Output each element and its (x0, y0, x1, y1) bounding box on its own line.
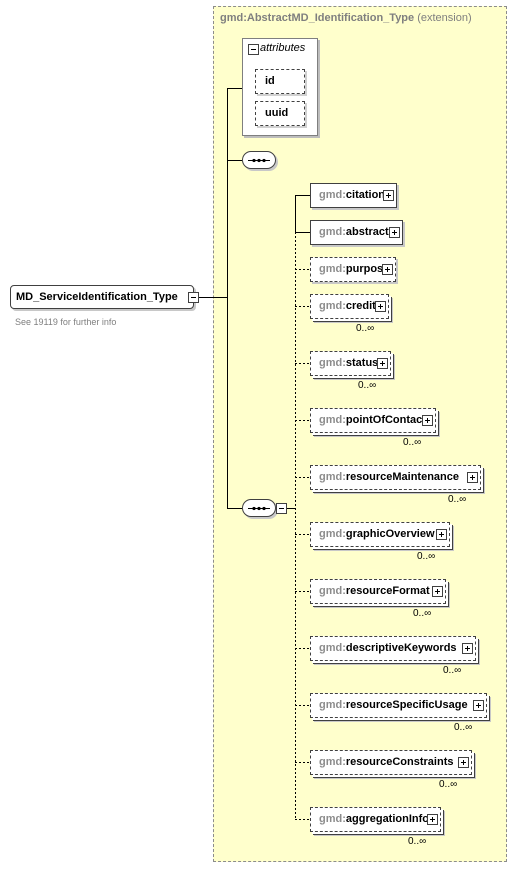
cardinality-label: 0..∞ (448, 494, 467, 505)
attribute-id[interactable]: id (255, 69, 305, 94)
element-name: resourceMaintenance (345, 471, 459, 483)
cardinality-label: 0..∞ (408, 836, 427, 847)
element-prefix: gmd: (319, 813, 346, 825)
expand-icon[interactable] (462, 643, 473, 654)
cardinality-label: 0..∞ (454, 722, 473, 733)
element-name: purpose (345, 263, 390, 275)
element-graphicOverview[interactable]: gmd:graphicOverview (310, 522, 450, 547)
element-prefix: gmd: (319, 226, 346, 238)
sequence-dots-icon (248, 158, 270, 163)
cardinality-label: 0..∞ (413, 608, 432, 619)
element-prefix: gmd: (319, 300, 346, 312)
sequence-collapse-icon[interactable] (276, 503, 287, 514)
element-name: resourceConstraints (345, 756, 454, 768)
element-prefix: gmd: (319, 642, 346, 654)
expand-icon[interactable] (467, 472, 478, 483)
root-element-name: MD_ServiceIdentification_Type (16, 291, 178, 303)
expand-icon[interactable] (389, 227, 400, 238)
element-prefix: gmd: (319, 414, 346, 426)
element-name: aggregationInfo (345, 813, 429, 825)
element-prefix: gmd: (319, 189, 346, 201)
element-aggregationInfo[interactable]: gmd:aggregationInfo (310, 807, 441, 832)
extension-type-name: gmd:AbstractMD_Identification_Type (220, 12, 415, 24)
root-element-box[interactable]: MD_ServiceIdentification_Type (10, 285, 194, 309)
element-prefix: gmd: (319, 471, 346, 483)
element-resourceMaintenance[interactable]: gmd:resourceMaintenance (310, 465, 481, 490)
extension-title: gmd:AbstractMD_Identification_Type (exte… (220, 12, 472, 24)
attributes-collapse-icon[interactable] (248, 44, 259, 55)
cardinality-label: 0..∞ (356, 323, 375, 334)
element-prefix: gmd: (319, 585, 346, 597)
expand-icon[interactable] (427, 814, 438, 825)
cardinality-label: 0..∞ (443, 665, 462, 676)
expand-icon[interactable] (473, 700, 484, 711)
element-resourceSpecificUsage[interactable]: gmd:resourceSpecificUsage (310, 693, 487, 718)
element-status[interactable]: gmd:status (310, 351, 391, 376)
cardinality-label: 0..∞ (417, 551, 436, 562)
element-abstract[interactable]: gmd:abstract (310, 220, 403, 245)
expand-icon[interactable] (375, 301, 386, 312)
element-prefix: gmd: (319, 357, 346, 369)
element-descriptiveKeywords[interactable]: gmd:descriptiveKeywords (310, 636, 476, 661)
element-purpose[interactable]: gmd:purpose (310, 257, 396, 282)
extension-tag: (extension) (417, 12, 472, 24)
element-name: resourceSpecificUsage (345, 699, 468, 711)
element-name: citation (345, 189, 386, 201)
expand-icon[interactable] (382, 264, 393, 275)
expand-icon[interactable] (432, 586, 443, 597)
expand-icon[interactable] (458, 757, 469, 768)
extension-container (213, 6, 507, 862)
cardinality-label: 0..∞ (439, 779, 458, 790)
element-name: abstract (345, 226, 389, 238)
element-prefix: gmd: (319, 528, 346, 540)
element-prefix: gmd: (319, 699, 346, 711)
element-resourceFormat[interactable]: gmd:resourceFormat (310, 579, 446, 604)
cardinality-label: 0..∞ (403, 437, 422, 448)
element-name: status (345, 357, 379, 369)
element-resourceConstraints[interactable]: gmd:resourceConstraints (310, 750, 472, 775)
element-name: resourceFormat (345, 585, 430, 597)
expand-icon[interactable] (422, 415, 433, 426)
element-prefix: gmd: (319, 756, 346, 768)
element-prefix: gmd: (319, 263, 346, 275)
element-name: descriptiveKeywords (345, 642, 457, 654)
expand-icon[interactable] (383, 190, 394, 201)
root-element-note: See 19119 for further info (15, 317, 117, 327)
element-name: pointOfContact (345, 414, 426, 426)
attributes-header: attributes (260, 42, 306, 54)
sequence-compositor-icon[interactable] (242, 151, 276, 169)
sequence-compositor-icon[interactable] (242, 499, 276, 517)
element-citation[interactable]: gmd:citation (310, 183, 397, 208)
expand-icon[interactable] (436, 529, 447, 540)
expand-icon[interactable] (377, 358, 388, 369)
sequence-dots-icon (248, 506, 270, 511)
attribute-uuid[interactable]: uuid (255, 101, 305, 126)
element-name: graphicOverview (345, 528, 435, 540)
root-collapse-icon[interactable] (188, 292, 199, 303)
cardinality-label: 0..∞ (358, 380, 377, 391)
element-name: credit (345, 300, 376, 312)
element-pointOfContact[interactable]: gmd:pointOfContact (310, 408, 436, 433)
